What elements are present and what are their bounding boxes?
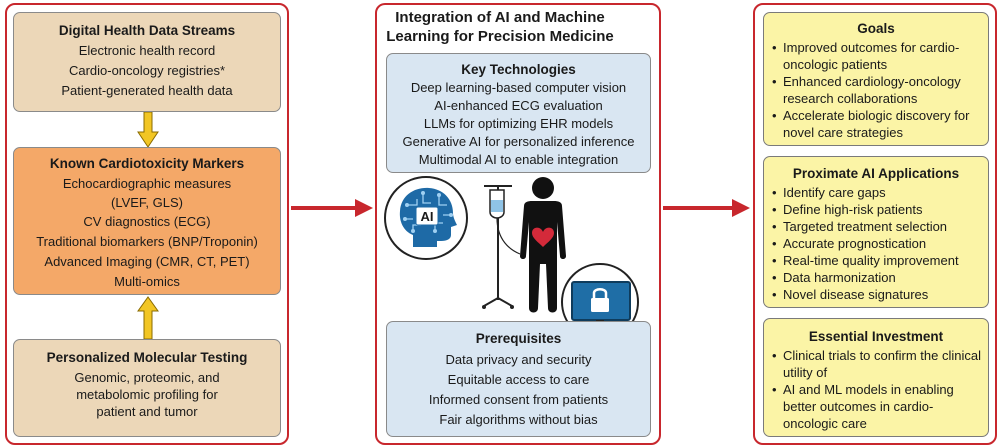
applications-item: Targeted treatment selection bbox=[770, 218, 982, 235]
key-tech-item: LLMs for optimizing EHR models bbox=[423, 116, 614, 131]
markers-item: Echocardiographic measures bbox=[62, 176, 232, 191]
center-title-line: Learning for Precision Medicine bbox=[386, 28, 614, 45]
goals-title: Goals bbox=[857, 21, 895, 36]
proximate-ai-applications-box: Proximate AI Applications Identify care … bbox=[763, 156, 989, 308]
goals-item: Enhanced cardiology-oncology research co… bbox=[770, 73, 982, 107]
goals-box: Goals Improved outcomes for cardio-oncol… bbox=[763, 12, 989, 146]
ai-head-icon: AI bbox=[384, 176, 468, 260]
investment-item: Clinical trials to confirm the clinical … bbox=[770, 347, 982, 381]
markers-item: Advanced Imaging (CMR, CT, PET) bbox=[44, 254, 250, 269]
goals-list: Improved outcomes for cardio-oncologic p… bbox=[770, 39, 982, 141]
streams-item: Cardio-oncology registries* bbox=[68, 63, 226, 78]
streams-item: Electronic health record bbox=[78, 43, 216, 58]
molecular-item: Genomic, proteomic, and bbox=[74, 370, 220, 385]
center-title-line: Integration of AI and Machine bbox=[395, 9, 605, 26]
prerequisites-item: Informed consent from patients bbox=[428, 392, 609, 407]
prerequisites-item: Fair algorithms without bias bbox=[439, 412, 598, 427]
prerequisites-box: Prerequisites Data privacy and security … bbox=[386, 321, 651, 437]
markers-title: Known Cardiotoxicity Markers bbox=[49, 156, 245, 171]
known-cardiotoxicity-markers-box: Known Cardiotoxicity Markers Echocardiog… bbox=[13, 147, 281, 295]
applications-list: Identify care gaps Define high-risk pati… bbox=[770, 184, 982, 303]
markers-item: Traditional biomarkers (BNP/Troponin) bbox=[36, 234, 258, 249]
applications-item: Define high-risk patients bbox=[770, 201, 982, 218]
molecular-item: metabolomic profiling for bbox=[76, 387, 218, 402]
digital-health-data-streams-box: Digital Health Data Streams Electronic h… bbox=[13, 12, 281, 112]
patient-heart-icon bbox=[520, 177, 566, 313]
up-arrow-icon bbox=[137, 296, 159, 340]
applications-item: Data harmonization bbox=[770, 269, 982, 286]
right-arrow-icon bbox=[291, 199, 373, 217]
key-tech-item: Generative AI for personalized inference bbox=[402, 134, 635, 149]
essential-investment-box: Essential Investment Clinical trials to … bbox=[763, 318, 989, 437]
markers-item: CV diagnostics (ECG) bbox=[83, 214, 211, 229]
applications-item: Identify care gaps bbox=[770, 184, 982, 201]
applications-title: Proximate AI Applications bbox=[792, 166, 960, 181]
key-tech-item: Deep learning-based computer vision bbox=[410, 80, 627, 95]
down-arrow-icon bbox=[137, 112, 159, 148]
applications-item: Accurate prognostication bbox=[770, 235, 982, 252]
investment-title: Essential Investment bbox=[808, 329, 944, 344]
markers-item: (LVEF, GLS) bbox=[110, 195, 183, 210]
prerequisites-item: Data privacy and security bbox=[445, 352, 592, 367]
right-arrow-icon bbox=[663, 199, 750, 217]
streams-item: Patient-generated health data bbox=[61, 83, 233, 98]
investment-list: Clinical trials to confirm the clinical … bbox=[770, 347, 982, 432]
molecular-title: Personalized Molecular Testing bbox=[46, 350, 248, 365]
key-tech-item: AI-enhanced ECG evaluation bbox=[434, 98, 603, 113]
streams-title: Digital Health Data Streams bbox=[58, 23, 236, 38]
applications-item: Real-time quality improvement bbox=[770, 252, 982, 269]
molecular-item: patient and tumor bbox=[96, 404, 198, 419]
iv-drip-icon bbox=[482, 185, 521, 309]
key-tech-item: Multimodal AI to enable integration bbox=[418, 152, 619, 167]
prerequisites-title: Prerequisites bbox=[475, 331, 562, 346]
markers-item: Multi-omics bbox=[114, 274, 180, 289]
prerequisites-item: Equitable access to care bbox=[447, 372, 590, 387]
key-technologies-box: Key Technologies Deep learning-based com… bbox=[386, 53, 651, 173]
center-title: Integration of AI and Machine Learning f… bbox=[380, 8, 620, 46]
goals-item: Accelerate biologic discovery for novel … bbox=[770, 107, 982, 141]
investment-item: AI and ML models in enabling better outc… bbox=[770, 381, 982, 432]
key-tech-title: Key Technologies bbox=[461, 62, 576, 77]
goals-item: Improved outcomes for cardio-oncologic p… bbox=[770, 39, 982, 73]
personalized-molecular-testing-box: Personalized Molecular Testing Genomic, … bbox=[13, 339, 281, 437]
ai-badge-text: AI bbox=[421, 209, 434, 224]
applications-item: Novel disease signatures bbox=[770, 286, 982, 303]
